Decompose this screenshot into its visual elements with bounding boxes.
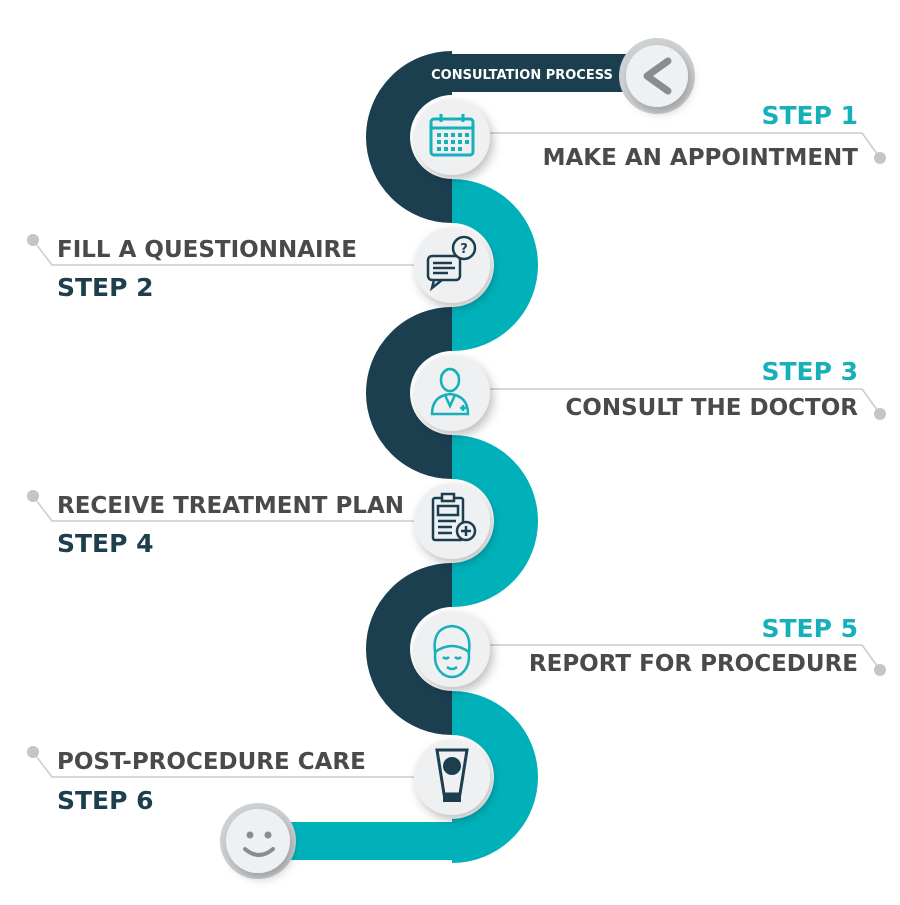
step-3-label: STEP 3 CONSULT THE DOCTOR (565, 357, 858, 421)
step-6-label: POST-PROCEDURE CARE STEP 6 (57, 749, 366, 815)
step-1-node (414, 99, 490, 175)
clipboard-plus-icon (431, 492, 477, 542)
step-5-node (414, 611, 490, 687)
step-4-label: RECEIVE TREATMENT PLAN STEP 4 (57, 493, 404, 558)
connectors (27, 132, 886, 778)
step-title: REPORT FOR PROCEDURE (529, 651, 858, 677)
calendar-icon (429, 114, 475, 157)
step-2-label: FILL A QUESTIONNAIRE STEP 2 (57, 237, 357, 302)
step-number: STEP 3 (761, 357, 858, 386)
step-title: RECEIVE TREATMENT PLAN (57, 493, 404, 519)
cream-tube-icon (435, 748, 469, 802)
step-title: CONSULT THE DOCTOR (565, 395, 858, 421)
step-title: POST-PROCEDURE CARE (57, 749, 366, 775)
smiley-icon (243, 831, 275, 857)
doctor-icon (430, 367, 470, 416)
step-title: MAKE AN APPOINTMENT (543, 145, 859, 171)
svg-text:?: ? (460, 242, 468, 257)
process-path (258, 51, 655, 863)
step-number: STEP 5 (761, 614, 858, 643)
step-number: STEP 6 (57, 786, 154, 815)
step-number: STEP 1 (761, 101, 858, 130)
end-node (220, 803, 296, 879)
step-number: STEP 2 (57, 273, 154, 302)
chat-question-icon: ? (426, 235, 477, 292)
face-towel-icon (433, 624, 471, 679)
chevron-left-icon (643, 57, 672, 95)
header-title: CONSULTATION PROCESS (431, 68, 613, 83)
step-5-label: STEP 5 REPORT FOR PROCEDURE (529, 614, 858, 677)
step-1-label: STEP 1 MAKE AN APPOINTMENT (543, 101, 859, 171)
step-number: STEP 4 (57, 529, 154, 558)
step-3-node (414, 355, 490, 431)
step-2-node: ? (414, 227, 490, 303)
step-title: FILL A QUESTIONNAIRE (57, 237, 357, 263)
step-6-node (414, 739, 490, 815)
back-button[interactable] (619, 38, 695, 114)
step-4-node (414, 483, 490, 559)
